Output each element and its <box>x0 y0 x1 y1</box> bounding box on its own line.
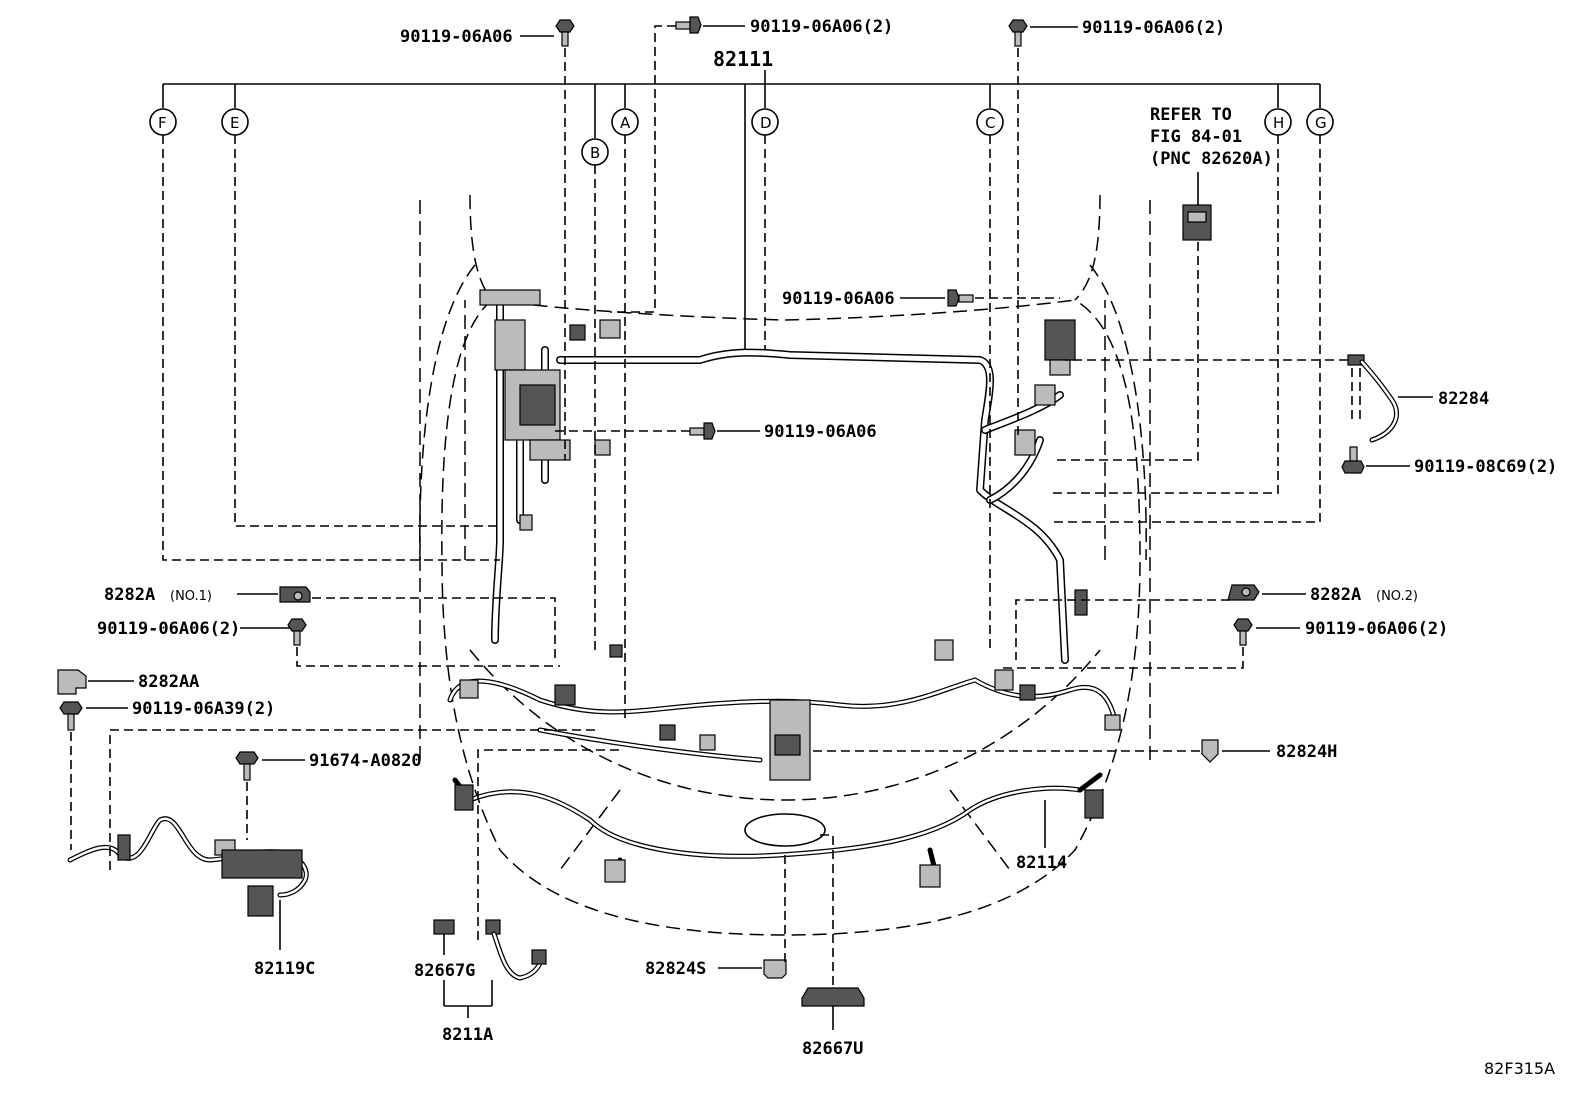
label-bolt-mid-right: 90119-06A06 <box>782 289 895 309</box>
label-82114: 82114 <box>1016 853 1067 873</box>
bolt-8282aa[interactable] <box>59 701 128 850</box>
svg-text:C: C <box>985 114 995 132</box>
svg-text:E: E <box>230 114 239 132</box>
harness-82114[interactable] <box>447 669 1121 888</box>
figure-code: 82F315A <box>1484 1059 1555 1078</box>
callout-circle-e: E <box>221 108 249 136</box>
part-82667u[interactable] <box>801 834 865 1030</box>
bolt-right-1[interactable] <box>1000 618 1300 669</box>
callout-circle-h: H <box>1264 108 1292 136</box>
label-82667u: 82667U <box>802 1039 863 1059</box>
callout-circle-b: B <box>581 138 609 166</box>
bolt-91674[interactable] <box>235 751 305 840</box>
refer-note-line-1: REFER TO <box>1150 105 1232 125</box>
label-bolt-top-2: 90119-06A06(2) <box>750 17 893 37</box>
harness-8211a[interactable] <box>443 749 620 1018</box>
label-8282a-no2-suffix: (NO.2) <box>1376 589 1418 604</box>
bolt-top-center[interactable] <box>610 16 745 313</box>
callout-circle-d: D <box>751 108 779 136</box>
label-bolt-8282aa: 90119-06A39(2) <box>132 699 275 719</box>
svg-text:A: A <box>620 114 631 132</box>
part-8282a-no2[interactable] <box>1015 584 1306 660</box>
label-8282a-no1: 8282A <box>104 585 155 605</box>
part-82824h[interactable] <box>810 739 1270 763</box>
part-82667g[interactable] <box>433 919 455 955</box>
bolt-mid-right[interactable] <box>900 289 1060 307</box>
part-8282a-no1[interactable] <box>237 586 556 660</box>
callout-circle-c: C <box>976 108 1004 136</box>
svg-text:D: D <box>760 114 772 132</box>
bolt-mid-center[interactable] <box>555 422 760 440</box>
label-82824h: 82824H <box>1276 742 1337 762</box>
callout-circle-g: G <box>1306 108 1334 136</box>
svg-text:H: H <box>1273 114 1284 132</box>
bolt-top-right[interactable] <box>1008 19 1078 440</box>
label-bolt-top-3: 90119-06A06(2) <box>1082 18 1225 38</box>
svg-text:B: B <box>590 144 600 162</box>
label-82111: 82111 <box>713 47 773 71</box>
bolt-top-left[interactable] <box>520 19 575 460</box>
label-bolt-top-1: 90119-06A06 <box>400 27 513 47</box>
harness-82111[interactable] <box>479 289 1088 664</box>
label-8211a: 8211A <box>442 1025 493 1045</box>
label-bolt-left-1: 90119-06A06(2) <box>97 619 240 639</box>
part-82284[interactable] <box>1065 354 1433 443</box>
part-8282aa[interactable] <box>57 669 134 695</box>
refer-note-line-2: FIG 84-01 <box>1150 127 1242 147</box>
refer-note-line-3: (PNC 82620A) <box>1150 149 1273 169</box>
label-82667g: 82667G <box>414 961 475 981</box>
label-8282a-no2: 8282A <box>1310 585 1361 605</box>
label-8282a-no1-suffix: (NO.1) <box>170 589 212 604</box>
callout-circle-f: F <box>149 108 177 136</box>
connector-82620a[interactable] <box>1055 172 1212 461</box>
label-8282aa: 8282AA <box>138 672 199 692</box>
callout-bar <box>162 70 1321 350</box>
label-82284: 82284 <box>1438 389 1489 409</box>
svg-text:G: G <box>1315 114 1327 132</box>
harness-82119c[interactable] <box>67 729 600 950</box>
callout-circle-a: A <box>611 108 639 136</box>
svg-text:F: F <box>158 114 167 132</box>
callout-leaders <box>162 135 1321 720</box>
part-82824s[interactable] <box>718 850 787 979</box>
label-82824s: 82824S <box>645 959 706 979</box>
bolt-82284[interactable] <box>1341 446 1410 474</box>
vehicle-body-outline <box>419 194 1151 936</box>
label-82119c: 82119C <box>254 959 315 979</box>
label-bolt-91674: 91674-A0820 <box>309 751 422 771</box>
label-bolt-right-1: 90119-06A06(2) <box>1305 619 1448 639</box>
bolt-left-1[interactable] <box>240 618 560 667</box>
label-bolt-mid-center: 90119-06A06 <box>764 422 877 442</box>
label-bolt-82284: 90119-08C69(2) <box>1414 457 1557 477</box>
